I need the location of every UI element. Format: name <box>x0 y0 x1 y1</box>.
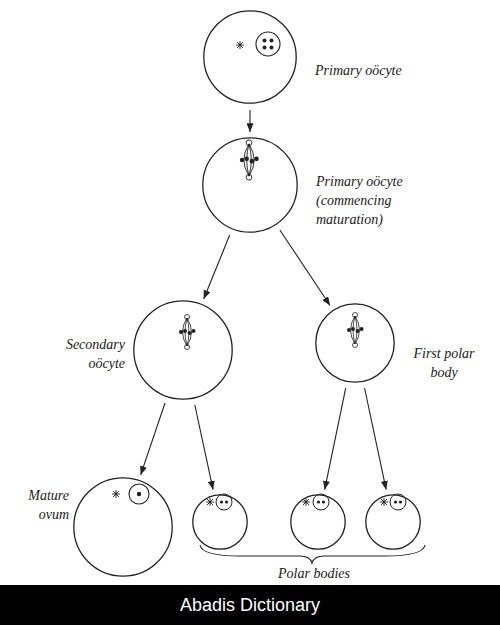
centrosome <box>236 41 244 49</box>
cell-circle: Primary oöcyte <box>203 10 297 104</box>
brace <box>200 545 425 563</box>
centrosome <box>380 498 388 506</box>
cell-outline <box>192 494 248 550</box>
spindle <box>240 140 259 180</box>
polar-body-circle <box>365 494 421 550</box>
spindle <box>347 313 364 348</box>
polar-body-circle <box>290 494 346 550</box>
polar-body-circle <box>192 494 248 550</box>
spindle <box>179 315 196 350</box>
cell-label: Primary oöcyte <box>315 62 445 81</box>
cell-label: Secondary oöcyte <box>37 336 125 374</box>
cell-circle: Mature ovum <box>73 477 173 577</box>
cell-outline <box>315 303 395 383</box>
cell-outline <box>365 494 421 550</box>
cell-membrane <box>203 138 297 232</box>
cell-membrane <box>134 301 232 399</box>
cell-circle: Secondary oöcyte <box>133 300 233 400</box>
group-label: Polar bodies <box>252 565 376 584</box>
cell-membrane <box>316 304 394 382</box>
centrosome <box>112 490 120 498</box>
watermark: Abadis Dictionary <box>0 585 500 625</box>
nucleus <box>129 484 149 504</box>
cell-outline <box>203 10 297 104</box>
cell-label: First polar body <box>401 345 487 383</box>
cell-circle: First polar body <box>315 303 395 383</box>
arrow <box>204 235 230 299</box>
nucleus <box>256 32 280 56</box>
cell-membrane <box>291 495 345 549</box>
cell-outline <box>73 477 173 577</box>
arrow <box>325 388 346 490</box>
arrow <box>249 110 250 132</box>
cell-membrane <box>193 495 247 549</box>
arrow <box>365 388 387 490</box>
cell-circle: Primary oöcyte (commencing maturation) <box>202 137 298 233</box>
cell-outline <box>290 494 346 550</box>
cell-outline <box>133 300 233 400</box>
cell-label: Primary oöcyte (commencing maturation) <box>316 173 438 230</box>
cell-membrane <box>74 478 172 576</box>
cell-label: Mature ovum <box>13 487 69 525</box>
arrow <box>280 230 330 306</box>
arrow <box>141 403 165 475</box>
centrosome <box>206 498 214 506</box>
cell-membrane <box>366 495 420 549</box>
arrow <box>195 405 213 490</box>
cell-outline <box>202 137 298 233</box>
cell-membrane <box>204 11 296 103</box>
